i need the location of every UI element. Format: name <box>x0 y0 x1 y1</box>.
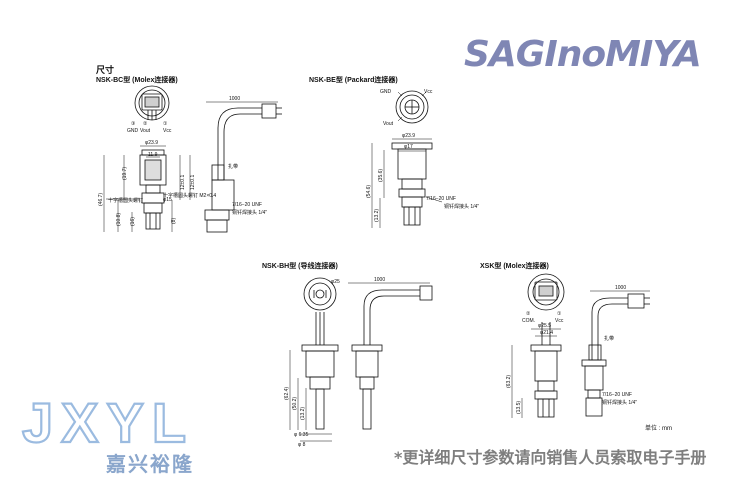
xsk-h1: (63.2) <box>506 375 512 388</box>
watermark-chinese: 嘉兴裕隆 <box>106 452 194 476</box>
bc-h4: (16) <box>130 217 136 226</box>
bc-h2: (46.7) <box>98 193 104 206</box>
be-dia: φ23.9 <box>402 133 415 139</box>
bc-flat1: 十字槽圆头螺钉 <box>108 197 143 204</box>
xsk-com: COM. <box>522 318 535 324</box>
bc-vout: Vout <box>140 128 151 134</box>
bh-length: 1000 <box>374 277 385 283</box>
xsk-h2: (13.5) <box>516 401 522 414</box>
diagram-title-xsk: XSK型 (Molex连接器) <box>480 263 549 270</box>
be-h3: (13.2) <box>374 209 380 222</box>
bc-thread: 7/16−20 UNF <box>232 202 262 208</box>
bc-pin2: ② <box>143 121 148 127</box>
watermark-latin: JXYL <box>22 391 194 454</box>
unit-note: 单位 : mm <box>645 426 672 432</box>
bc-flare: 铜钎焊接头 1/4" <box>232 209 267 216</box>
nsk-bh-drawing <box>289 277 433 442</box>
xsk-length: 1000 <box>615 285 626 291</box>
be-h1: (35.6) <box>378 169 384 182</box>
xsk-d255: φ25.5 <box>538 323 551 329</box>
bc-dim12a: 12±0.1 <box>180 175 186 190</box>
bc-vcc: Vcc <box>163 128 172 134</box>
be-thread: 7/16−20 UNF <box>426 196 456 202</box>
bc-length: 1000 <box>229 96 240 102</box>
xsk-pin2: ② <box>526 311 531 317</box>
saginomiya-logo: SAGInoMIYA <box>464 34 702 70</box>
bh-h2: (50.2) <box>292 397 298 410</box>
xsk-d214: φ21.4 <box>540 330 553 336</box>
be-d17: φ17 <box>404 144 413 150</box>
bc-h3: (10.8) <box>116 213 122 226</box>
bc-pin3: ③ <box>131 121 135 127</box>
bc-dim12b: 12±0.1 <box>190 175 196 190</box>
bh-h1: (62.4) <box>284 387 290 400</box>
bc-dia: φ23.9 <box>145 140 158 146</box>
nsk-bc-drawing <box>103 85 282 233</box>
xsk-drawing <box>511 273 650 418</box>
xsk-pin1: ① <box>557 311 562 317</box>
logo-text: SAGInoMIYA <box>464 34 701 70</box>
xsk-tape: 扎带 <box>604 335 614 342</box>
bc-h1: (19.7) <box>122 167 128 180</box>
footer-note: *更详细尺寸参数请向销售人员索取电子手册 <box>394 448 707 467</box>
be-h2: (54.6) <box>366 185 372 198</box>
page-heading: 尺寸 <box>96 65 115 75</box>
xsk-thread: 7/16−20 UNF <box>602 392 632 398</box>
be-vcc: Vcc <box>424 89 433 95</box>
bc-h5: (8) <box>171 218 177 224</box>
diagram-title-nsk-be: NSK-BE型 (Packard连接器) <box>309 77 398 84</box>
bc-tape: 扎带 <box>228 163 238 170</box>
bh-d8: φ 8 <box>298 442 306 448</box>
bh-d635: φ 6.35 <box>294 432 309 438</box>
be-flare: 铜钎焊接头 1/4" <box>444 203 479 210</box>
bc-flat2: 十字槽圆头螺钉 M2×0.4 <box>163 192 216 199</box>
diagram-title-nsk-bh: NSK-BH型 (导线连接器) <box>262 263 338 270</box>
be-gnd: GND <box>380 89 392 95</box>
diagram-title-nsk-bc: NSK-BC型 (Molex连接器) <box>96 77 178 84</box>
bh-d25: φ25 <box>331 279 340 285</box>
nsk-be-drawing <box>371 90 443 228</box>
bh-h3: (13.2) <box>300 407 306 420</box>
bc-width: 11.9 <box>148 152 158 158</box>
bc-pin1: ① <box>163 121 168 127</box>
be-vout: Vout <box>383 121 394 127</box>
bc-gnd: GND <box>127 128 139 134</box>
xsk-flare: 铜钎焊接头 1/4" <box>602 399 637 406</box>
bc-d15: φ15 <box>163 197 172 203</box>
xsk-vcc: Vcc <box>555 318 564 324</box>
